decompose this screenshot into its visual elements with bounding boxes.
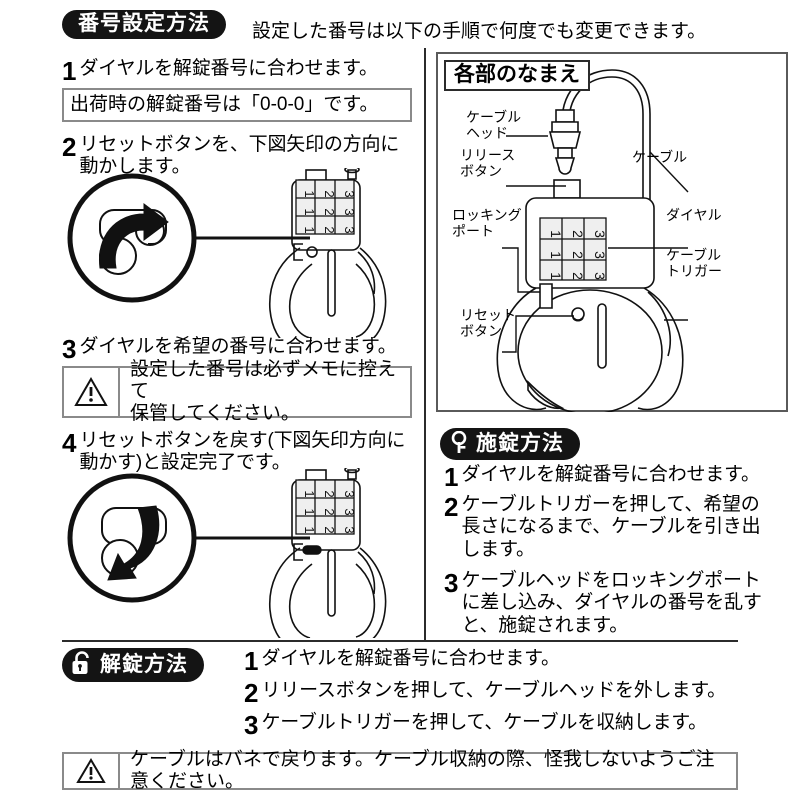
locking-step-2: 2 ケーブルトリガーを押して、希望の 長さになるまで、ケーブルを引き出 します。 — [444, 494, 780, 561]
code-step-1-number: 1 — [62, 56, 77, 86]
svg-text:3: 3 — [592, 272, 608, 280]
figure-step4: 1 2 3 1 2 3 1 2 3 — [60, 468, 420, 638]
code-step-2: 2 リセットボタンを、下図矢印の方向に 動かします。 — [62, 134, 418, 179]
svg-text:2: 2 — [322, 490, 337, 497]
locking-step-3: 3 ケーブルヘッドをロッキングポート に差し込み、ダイヤルの番号を乱す と、施錠… — [444, 570, 780, 637]
parts-label-release-button: リリース ボタン — [460, 147, 516, 179]
footer-warning: ケーブルはバネで戻ります。ケーブル収納の際、怪我しないようご注意ください。 — [62, 749, 738, 792]
code-step-4-text: リセットボタンを戻す(下図矢印方向に 動かす)と設定完了です。 — [79, 430, 406, 474]
unlocking-step-1-text: ダイヤルを解錠番号に合わせます。 — [261, 648, 560, 669]
svg-text:3: 3 — [342, 490, 357, 497]
svg-text:1: 1 — [302, 226, 317, 233]
code-step-1: 1 ダイヤルを解錠番号に合わせます。 — [62, 58, 412, 84]
default-code-note-text: 出荷時の解錠番号は「0-0-0」です。 — [70, 94, 379, 116]
svg-text:1: 1 — [302, 208, 317, 215]
svg-text:1: 1 — [302, 526, 317, 533]
svg-text:3: 3 — [342, 526, 357, 533]
parts-label-reset-button: リセット ボタン — [460, 307, 516, 339]
code-step-3-text: ダイヤルを希望の番号に合わせます。 — [79, 336, 397, 357]
svg-text:1: 1 — [548, 251, 564, 259]
footer-warning-text: ケーブルはバネで戻ります。ケーブル収納の際、怪我しないようご注意ください。 — [130, 749, 715, 792]
svg-text:2: 2 — [322, 526, 337, 533]
locking-step-1-number: 1 — [444, 462, 459, 492]
section-badge-unlocking: 解錠方法 — [62, 648, 204, 682]
unlocking-step-2-number: 2 — [244, 678, 259, 708]
svg-text:2: 2 — [322, 208, 337, 215]
dial-stack: 1 2 3 1 2 3 1 2 3 — [295, 479, 357, 535]
code-setting-lede: 設定した番号は以下の手順で何度でも変更できます。 — [252, 21, 707, 42]
parts-label-locking-port: ロッキング ポート — [452, 207, 522, 239]
svg-text:3: 3 — [342, 190, 357, 197]
parts-label-cable-trigger: ケーブル トリガー — [666, 247, 722, 279]
section-divider — [62, 640, 738, 642]
svg-text:3: 3 — [342, 508, 357, 515]
svg-text:2: 2 — [570, 272, 586, 280]
parts-panel-title: 各部のなまえ — [444, 60, 590, 92]
unlocking-step-1: 1 ダイヤルを解錠番号に合わせます。 — [244, 648, 764, 674]
open-padlock-icon — [70, 651, 94, 677]
code-step-2-number: 2 — [62, 132, 77, 162]
svg-text:2: 2 — [322, 226, 337, 233]
parts-label-cable-head: ケーブル ヘッド — [466, 109, 522, 141]
svg-text:2: 2 — [322, 190, 337, 197]
svg-text:3: 3 — [592, 230, 608, 238]
figure-step2: 1 2 3 1 2 3 1 2 3 — [60, 168, 420, 338]
locking-step-3-text: ケーブルヘッドをロッキングポート に差し込み、ダイヤルの番号を乱す と、施錠され… — [461, 570, 762, 636]
locking-step-3-number: 3 — [444, 568, 459, 598]
unlocking-step-3-text: ケーブルトリガーを押して、ケーブルを収納します。 — [261, 712, 707, 733]
section-badge-unlocking-label: 解錠方法 — [100, 652, 188, 676]
column-divider — [424, 48, 426, 640]
svg-text:1: 1 — [302, 190, 317, 197]
unlocking-step-1-number: 1 — [244, 646, 259, 676]
svg-text:1: 1 — [302, 508, 317, 515]
svg-text:2: 2 — [322, 508, 337, 515]
svg-text:1: 1 — [548, 272, 564, 280]
default-code-note: 出荷時の解錠番号は「0-0-0」です。 — [62, 88, 412, 122]
parts-label-dial: ダイヤル — [666, 207, 722, 223]
dial-stack: 1 2 3 1 2 3 1 2 3 — [295, 179, 357, 235]
section-badge-locking: 施錠方法 — [440, 428, 580, 460]
code-step-4: 4 リセットボタンを戻す(下図矢印方向に 動かす)と設定完了です。 — [62, 430, 418, 475]
svg-text:2: 2 — [570, 230, 586, 238]
warning-triangle-icon — [64, 368, 120, 416]
unlocking-step-2: 2 リリースボタンを押して、ケーブルヘッドを外します。 — [244, 680, 764, 706]
unlocking-step-3: 3 ケーブルトリガーを押して、ケーブルを収納します。 — [244, 712, 764, 738]
section-badge-locking-label: 施錠方法 — [476, 431, 564, 455]
locking-step-1-text: ダイヤルを解錠番号に合わせます。 — [461, 464, 760, 485]
svg-text:3: 3 — [592, 251, 608, 259]
code-step-2-text: リセットボタンを、下図矢印の方向に 動かします。 — [79, 134, 400, 178]
svg-text:3: 3 — [342, 226, 357, 233]
code-step-3: 3 ダイヤルを希望の番号に合わせます。 — [62, 336, 418, 362]
parts-label-cable: ケーブル — [632, 149, 688, 165]
locking-step-2-text: ケーブルトリガーを押して、希望の 長さになるまで、ケーブルを引き出 します。 — [461, 494, 761, 560]
code-step-3-number: 3 — [62, 334, 77, 364]
svg-text:1: 1 — [302, 490, 317, 497]
figure-parts: 1 2 3 1 2 3 1 2 3 — [436, 52, 788, 412]
unlocking-step-3-number: 3 — [244, 710, 259, 740]
code-step-1-text: ダイヤルを解錠番号に合わせます。 — [79, 58, 378, 79]
svg-text:2: 2 — [570, 251, 586, 259]
warning-triangle-icon — [64, 754, 120, 788]
svg-text:1: 1 — [548, 230, 564, 238]
memo-warning: 設定した番号は必ずメモに控えて 保管してください。 — [62, 359, 412, 424]
dial-stack: 1 2 3 1 2 3 1 2 3 — [539, 217, 608, 281]
svg-text:3: 3 — [342, 208, 357, 215]
code-step-4-number: 4 — [62, 428, 77, 458]
section-badge-code-setting-label: 番号設定方法 — [78, 12, 210, 35]
key-icon — [448, 431, 470, 455]
unlocking-step-2-text: リリースボタンを押して、ケーブルヘッドを外します。 — [261, 680, 726, 701]
section-badge-code-setting: 番号設定方法 — [62, 10, 226, 39]
memo-warning-text: 設定した番号は必ずメモに控えて 保管してください。 — [130, 359, 397, 424]
locking-step-2-number: 2 — [444, 492, 459, 522]
locking-step-1: 1 ダイヤルを解錠番号に合わせます。 — [444, 464, 774, 490]
